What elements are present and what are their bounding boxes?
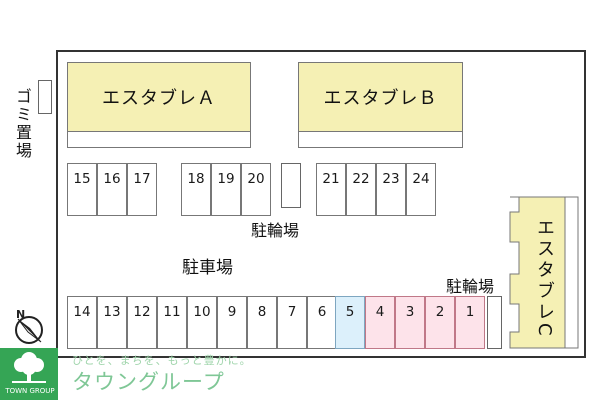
parking-space: 21: [316, 163, 346, 216]
garbage-area: [38, 80, 52, 114]
garbage-area-label: ゴミ置場: [13, 88, 32, 160]
bicycle-parking-right-label: 駐輪場: [446, 277, 495, 296]
building-c-outline: [509, 196, 579, 349]
building-a-label: エスタブレＡ: [102, 88, 216, 109]
bicycle-parking-top-label: 駐輪場: [251, 221, 300, 240]
parking-space: 16: [97, 163, 127, 216]
parking-space: 11: [157, 296, 187, 349]
parking-space: 9: [217, 296, 247, 349]
parking-space: 14: [67, 296, 97, 349]
parking-space-highlighted: 4: [365, 296, 395, 349]
parking-space: 20: [241, 163, 271, 216]
parking-space: 10: [187, 296, 217, 349]
building-b-balcony: [298, 131, 463, 148]
parking-lot-label: 駐車場: [182, 258, 233, 278]
parking-space: 7: [277, 296, 307, 349]
building-a: エスタブレＡ: [67, 62, 251, 132]
compass-icon: N: [15, 308, 43, 344]
parking-space-highlighted: 3: [395, 296, 425, 349]
parking-space-highlighted: 5: [335, 296, 365, 349]
parking-space: 24: [406, 163, 436, 216]
building-c-label: エスタブレC: [534, 218, 555, 339]
building-b-label: エスタブレＢ: [323, 88, 438, 109]
parking-space: 15: [67, 163, 97, 216]
parking-space: 18: [181, 163, 211, 216]
bicycle-parking-right: [487, 296, 502, 349]
building-b: エスタブレＢ: [298, 62, 463, 132]
compass-north-label: N: [16, 308, 25, 321]
parking-space: 13: [97, 296, 127, 349]
tree-logo-icon: [12, 352, 46, 383]
parking-space: 6: [307, 296, 337, 349]
parking-space-highlighted: 2: [425, 296, 455, 349]
parking-space: 8: [247, 296, 277, 349]
parking-space: 17: [127, 163, 157, 216]
bicycle-parking-top: [281, 163, 301, 208]
building-a-balcony: [67, 131, 251, 148]
parking-space: 19: [211, 163, 241, 216]
parking-space: 22: [346, 163, 376, 216]
parking-space-highlighted: 1: [455, 296, 485, 349]
parking-space: 12: [127, 296, 157, 349]
brand-tagline: ひとを、まちを、もっと豊かに。: [72, 354, 252, 367]
parking-space: 23: [376, 163, 406, 216]
brand-name: タウングループ: [72, 370, 225, 394]
logo-caption: TOWN GROUP: [5, 387, 55, 395]
